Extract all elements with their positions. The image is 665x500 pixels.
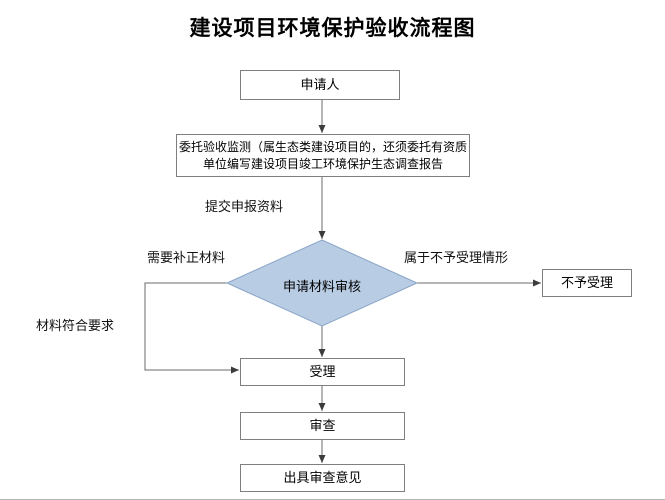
node-entrust-monitoring: 委托验收监测（属生态类建设项目的，还须委托有资质 单位编写建设项目竣工环境保护生…	[176, 134, 470, 177]
arrow-correction-loop-to-accept	[144, 282, 239, 374]
edge-label-materials-ok: 材料符合要求	[36, 318, 115, 333]
edge-label-not-accept-case: 属于不予受理情形	[404, 250, 509, 265]
page-title: 建设项目环境保护验收流程图	[189, 17, 476, 40]
node-decision-label: 申请材料审核	[282, 279, 361, 294]
node-not-accepted: 不予受理	[542, 269, 632, 297]
node-entrust-line2: 单位编写建设项目竣工环境保护生态调查报告	[202, 156, 443, 171]
node-accept: 受理	[240, 358, 405, 386]
edge-label-submit-materials: 提交申报资料	[205, 199, 284, 214]
node-examine-label: 审查	[309, 418, 336, 434]
node-accept-label: 受理	[309, 364, 336, 380]
node-entrust-line1: 委托验收监测（属生态类建设项目的，还须委托有资质	[178, 139, 467, 154]
decision-diamond-shape	[225, 239, 419, 327]
node-applicant: 申请人	[240, 70, 400, 100]
node-not-accepted-label: 不予受理	[560, 275, 613, 291]
edge-label-need-correction: 需要补正材料	[147, 250, 226, 265]
node-applicant-label: 申请人	[300, 77, 340, 93]
node-issue-opinion-label: 出具审查意见	[283, 470, 362, 486]
node-examine: 审查	[240, 412, 405, 440]
node-issue-opinion: 出具审查意见	[240, 464, 405, 492]
